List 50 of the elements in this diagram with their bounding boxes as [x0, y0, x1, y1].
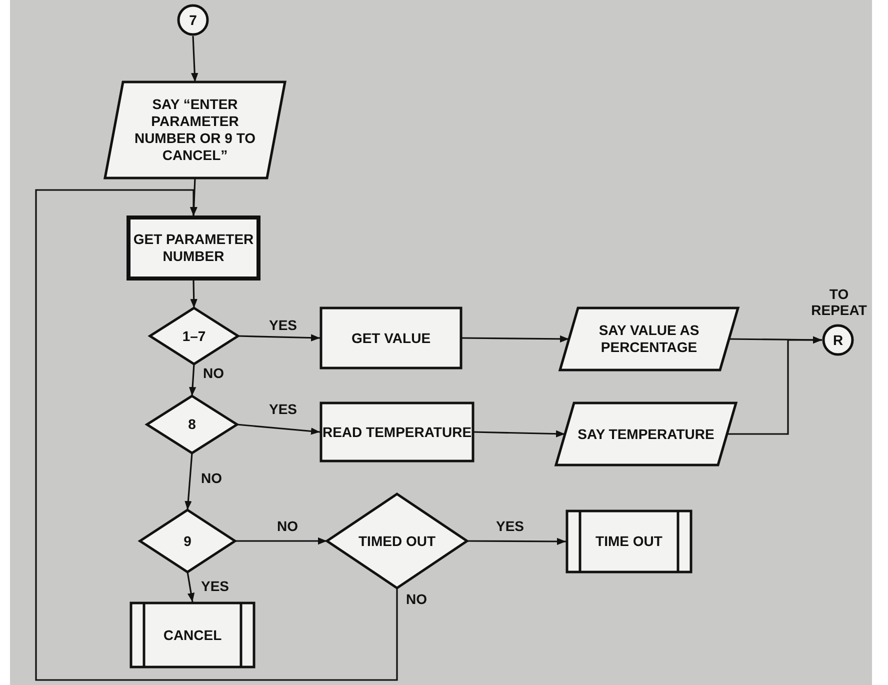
arrow: [191, 36, 198, 82]
decision-diamond: [327, 494, 467, 588]
arrow: [184, 452, 193, 510]
node-text: GET VALUE: [351, 330, 431, 346]
node-text: TIME OUT: [596, 533, 662, 550]
node-text: GET PARAMETER NUMBER: [132, 231, 255, 265]
io-parallelogram: [560, 308, 738, 370]
edge-label: YES: [268, 401, 298, 417]
arrow: [474, 430, 566, 438]
edge-label: YES: [268, 317, 298, 333]
decision-diamond: [150, 308, 238, 364]
predefined-process-box: [130, 602, 255, 668]
node-text: R: [832, 332, 844, 348]
node-text: 1–7: [182, 328, 206, 344]
node-text: SAY VALUE AS PERCENTAGE: [598, 322, 700, 356]
decision-diamond: [147, 396, 237, 453]
process-box: [320, 402, 474, 462]
edge-label: NO: [405, 591, 428, 607]
arrow: [238, 334, 320, 342]
node-text: CANCEL: [163, 626, 222, 644]
connector-caption: TO REPEAT: [810, 286, 868, 318]
io-parallelogram: [105, 82, 285, 178]
arrow: [467, 538, 566, 546]
node-text: 8: [188, 416, 196, 433]
arrow: [35, 189, 398, 681]
node-text: SAY “ENTER PARAMETER NUMBER OR 9 TO CANCEL”: [133, 96, 257, 164]
decision-diamond: [140, 510, 235, 572]
io-parallelogram: [556, 403, 736, 465]
arrow: [188, 364, 196, 396]
edge-label: NO: [202, 365, 225, 381]
predefined-process-box: [566, 510, 692, 573]
process-box: [320, 307, 462, 369]
arrow: [235, 537, 327, 545]
process-box: [127, 216, 260, 280]
node-text: SAY TEMPERATURE: [578, 426, 714, 442]
edge-label: YES: [200, 578, 230, 594]
connector-circle: [177, 4, 209, 36]
arrow: [186, 572, 195, 602]
arrow: [190, 280, 198, 308]
edge-label: YES: [495, 518, 526, 534]
node-text: 7: [189, 12, 197, 28]
node-text: TIMED OUT: [358, 532, 436, 550]
arrow: [462, 335, 569, 343]
edge-label: NO: [200, 470, 223, 486]
node-text: 9: [184, 532, 192, 550]
connector-circle: [822, 324, 854, 356]
arrow: [236, 424, 320, 435]
node-text: READ TEMPERATURE: [322, 424, 472, 440]
edge-label: NO: [276, 518, 299, 534]
arrow: [727, 336, 822, 435]
